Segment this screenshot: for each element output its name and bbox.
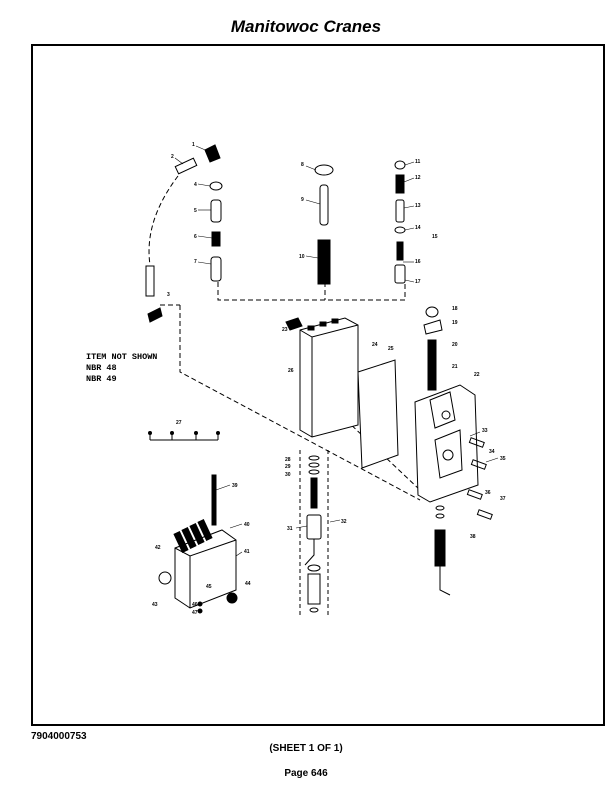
solenoid-pack xyxy=(158,474,238,614)
callout-18: 18 xyxy=(452,306,458,312)
callout-27: 27 xyxy=(176,420,182,426)
callout-47: 47 xyxy=(192,610,198,616)
callout-20: 20 xyxy=(452,342,458,348)
diagram-frame xyxy=(31,44,605,726)
callout-numbers: 1 2 3 4 5 6 7 8 9 10 11 12 13 14 15 16 1… xyxy=(152,142,506,616)
callout-16: 16 xyxy=(415,259,421,265)
callout-40: 40 xyxy=(244,522,250,528)
callout-46: 46 xyxy=(192,602,198,608)
callout-37: 37 xyxy=(500,496,506,502)
callout-38: 38 xyxy=(470,534,476,540)
callout-33: 33 xyxy=(482,428,488,434)
callout-11: 11 xyxy=(415,159,421,165)
middle-valve-column xyxy=(314,164,334,285)
item-not-shown-note: ITEM NOT SHOWN NBR 48 NBR 49 xyxy=(86,352,157,385)
callout-12: 12 xyxy=(415,175,421,181)
right-valve-body xyxy=(414,306,479,503)
callout-29: 29 xyxy=(285,464,291,470)
note-line: NBR 49 xyxy=(86,374,117,384)
callout-45: 45 xyxy=(206,584,212,590)
callout-42: 42 xyxy=(155,545,161,551)
page-title: Manitowoc Cranes xyxy=(230,17,382,36)
callout-22: 22 xyxy=(474,372,480,378)
bolts xyxy=(466,437,493,520)
page-number: Page 646 xyxy=(284,768,328,779)
left-valve-column xyxy=(145,144,223,323)
callout-21: 21 xyxy=(452,364,458,370)
center-lower-stack xyxy=(299,450,329,615)
callout-9: 9 xyxy=(301,197,304,203)
callout-13: 13 xyxy=(415,203,421,209)
callout-28: 28 xyxy=(285,457,291,463)
callout-8: 8 xyxy=(301,162,304,168)
sheet-indicator: (SHEET 1 OF 1) xyxy=(269,743,343,754)
callout-24: 24 xyxy=(372,342,378,348)
callout-17: 17 xyxy=(415,279,421,285)
note-line: ITEM NOT SHOWN xyxy=(86,352,158,362)
callout-2: 2 xyxy=(171,154,174,160)
wiring-harness xyxy=(148,431,220,441)
callout-34: 34 xyxy=(489,449,495,455)
right-valve-column xyxy=(394,160,406,284)
callout-35: 35 xyxy=(500,456,506,462)
note-line: NBR 48 xyxy=(86,363,117,373)
callout-1: 1 xyxy=(192,142,195,148)
callout-14: 14 xyxy=(415,225,421,231)
callout-43: 43 xyxy=(152,602,158,608)
callout-39: 39 xyxy=(232,483,238,489)
callout-36: 36 xyxy=(485,490,491,496)
callout-32: 32 xyxy=(341,519,347,525)
callout-26: 26 xyxy=(288,368,294,374)
callout-7: 7 xyxy=(194,259,197,265)
callout-10: 10 xyxy=(299,254,305,260)
callout-3: 3 xyxy=(167,292,170,298)
valve-body xyxy=(285,317,359,438)
callout-23: 23 xyxy=(282,327,288,333)
callout-5: 5 xyxy=(194,208,197,214)
callout-30: 30 xyxy=(285,472,291,478)
callout-15: 15 xyxy=(432,234,438,240)
callout-41: 41 xyxy=(244,549,250,555)
callout-31: 31 xyxy=(287,526,293,532)
separator-plate xyxy=(357,359,399,469)
callout-leaders xyxy=(174,145,499,557)
callout-44: 44 xyxy=(245,581,251,587)
callout-25: 25 xyxy=(388,346,394,352)
callout-6: 6 xyxy=(194,234,197,240)
callout-4: 4 xyxy=(194,182,197,188)
document-number: 7904000753 xyxy=(31,731,87,742)
right-cylinder xyxy=(434,505,451,596)
callout-19: 19 xyxy=(452,320,458,326)
